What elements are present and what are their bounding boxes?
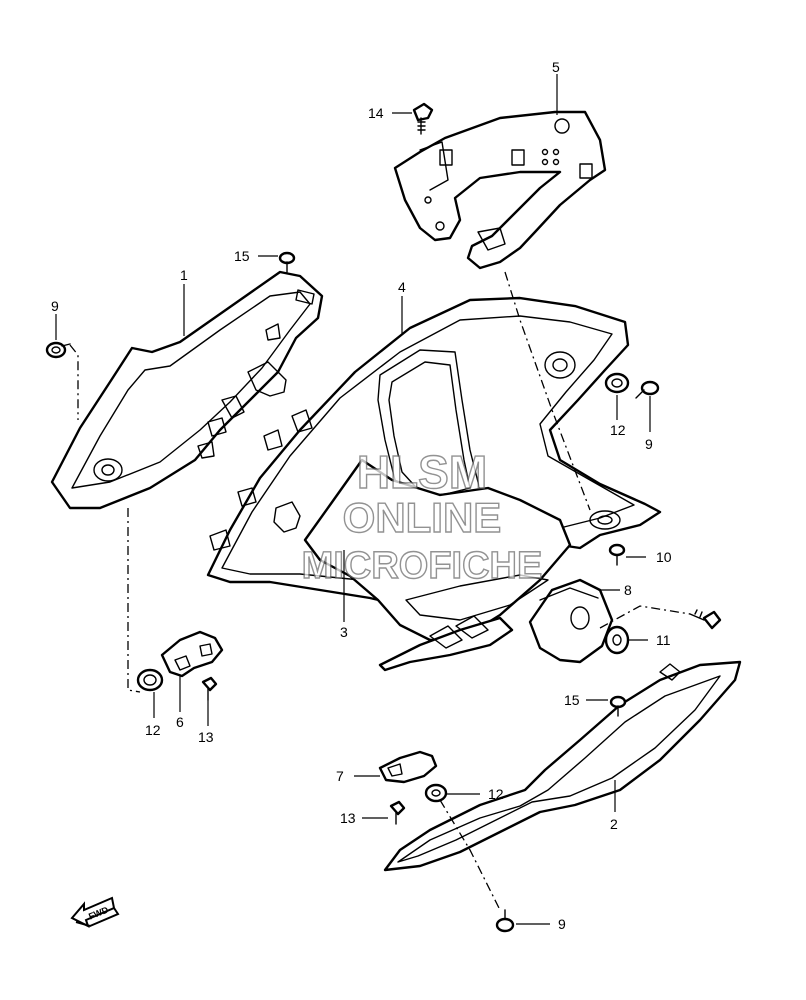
callout-13: 13: [198, 729, 214, 745]
callout-11: 11: [656, 632, 671, 648]
callouts: 5 14 15 1 4 9 12 9 10 8 11 3 12 6 13 15 …: [51, 59, 672, 932]
clip-part-6: [160, 630, 224, 678]
side-cover-part-1: [50, 270, 324, 510]
inner-panel-part-3: [303, 458, 572, 672]
callout-6: 6: [176, 714, 184, 730]
watermark-line-3: MICROFICHE: [302, 545, 543, 587]
callout-9: 9: [645, 436, 653, 452]
assembly-lines: [69, 271, 691, 911]
callout-10: 10: [656, 549, 672, 565]
callout-13: 13: [340, 810, 356, 826]
callout-2: 2: [610, 816, 618, 832]
watermark: HLSM ONLINE MICROFICHE: [301, 445, 543, 587]
callout-15: 15: [234, 248, 250, 264]
clip-part-7: [378, 750, 438, 784]
watermark-line-2: ONLINE: [343, 494, 502, 541]
callout-12: 12: [145, 722, 161, 738]
callout-8: 8: [624, 582, 632, 598]
hardware: [45, 102, 722, 933]
callout-4: 4: [398, 279, 406, 295]
callout-12: 12: [610, 422, 626, 438]
callout-9: 9: [558, 916, 566, 932]
leader-lines: [55, 74, 651, 925]
callout-7: 7: [336, 768, 344, 784]
forward-arrow-icon: FWD: [70, 896, 120, 928]
callout-12: 12: [488, 786, 504, 802]
callout-1: 1: [180, 267, 188, 283]
callout-3: 3: [340, 624, 348, 640]
bracket-part-8: [528, 578, 614, 664]
trim-part-2: [383, 660, 742, 872]
callout-14: 14: [368, 105, 384, 121]
watermark-line-1: HLSM: [357, 446, 487, 498]
callout-15: 15: [564, 692, 580, 708]
callout-9: 9: [51, 298, 59, 314]
callout-5: 5: [552, 59, 560, 75]
bracket-part-5: [393, 110, 607, 270]
